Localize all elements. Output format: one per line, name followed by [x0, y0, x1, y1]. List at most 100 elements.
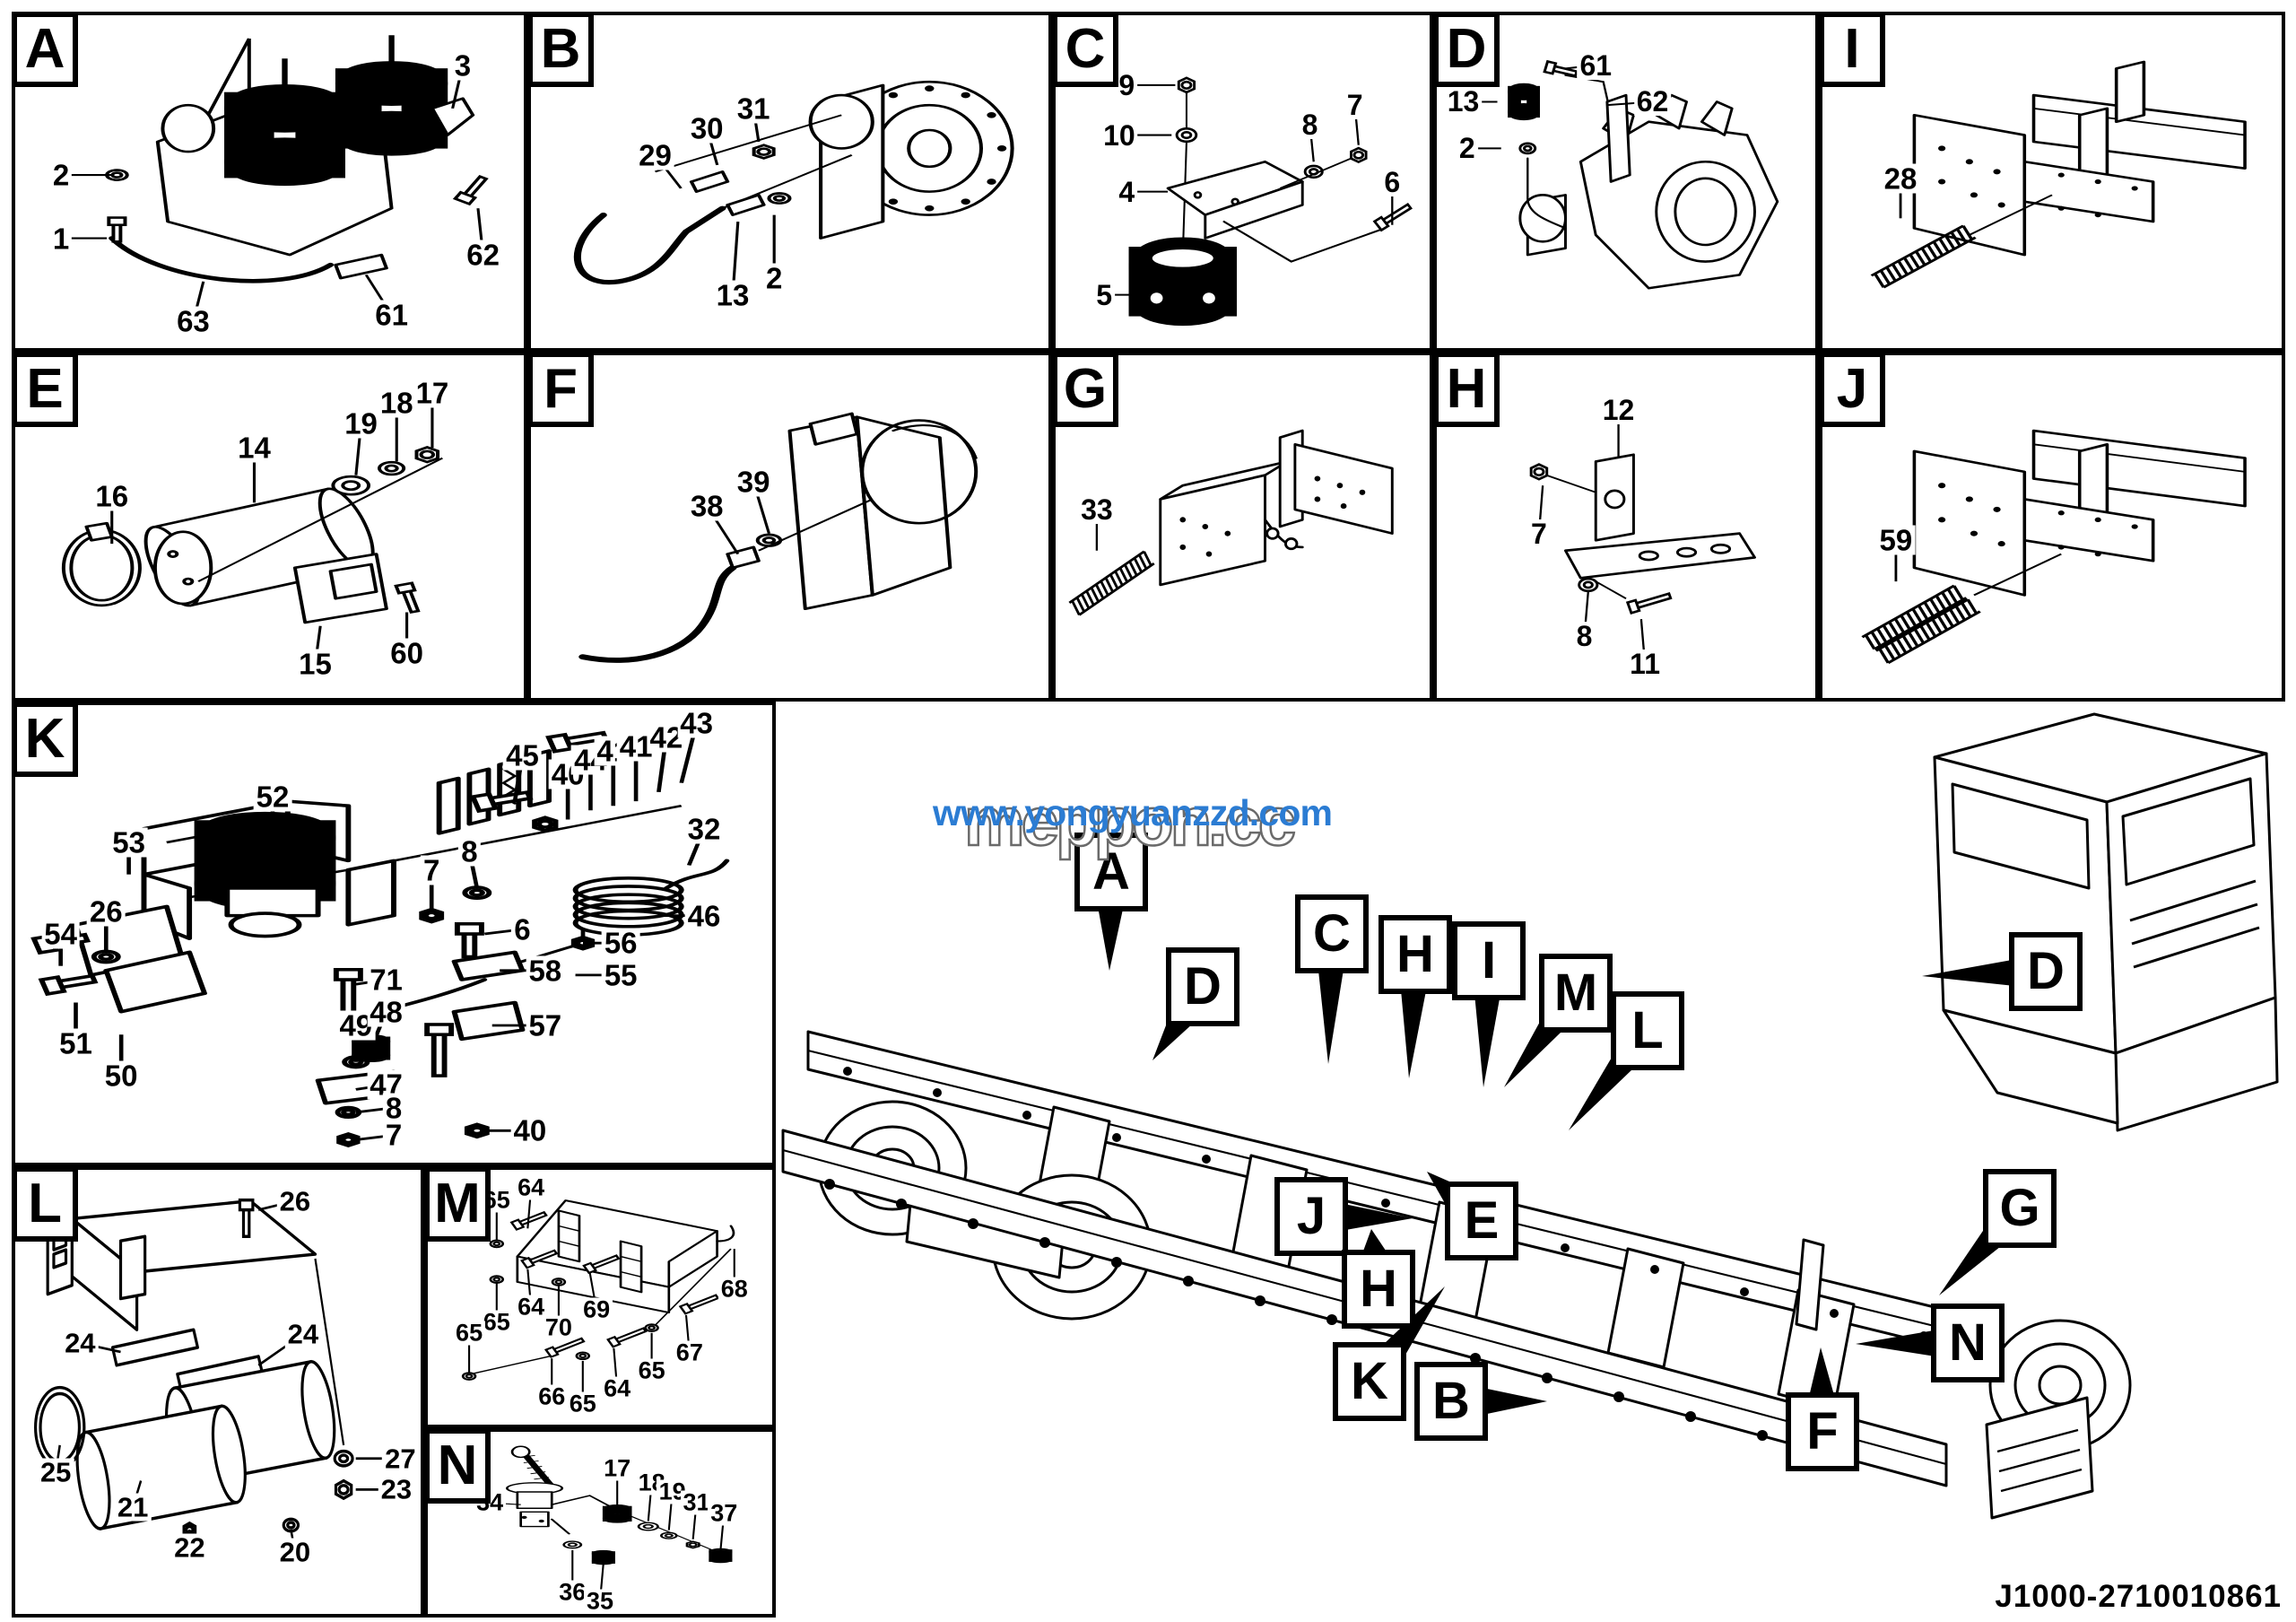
part-drawing [1085, 590, 1095, 606]
callout-6: 6 [1381, 167, 1404, 196]
panel-m-sketch [461, 1187, 735, 1405]
panel-g-sketch [1068, 429, 1394, 616]
part-drawing [224, 886, 321, 918]
chassis-marker-f: F [1786, 1392, 1859, 1471]
part-number: J1000-2710010861 [1995, 1579, 2282, 1614]
part-drawing [1193, 191, 1203, 199]
part-drawing [1890, 641, 1902, 658]
part-drawing [689, 170, 730, 193]
part-drawing [1700, 100, 1734, 136]
part-drawing [2133, 926, 2260, 969]
part-drawing [1090, 587, 1100, 603]
part-drawing [567, 1542, 578, 1548]
part-drawing [472, 1355, 552, 1374]
part-drawing [1314, 475, 1321, 482]
callout-56: 56 [601, 928, 640, 958]
part-drawing [152, 530, 213, 606]
part-drawing [1993, 169, 2001, 175]
part-drawing [1104, 577, 1115, 593]
callout-52: 52 [253, 781, 292, 812]
part-drawing [182, 577, 195, 586]
part-drawing [1942, 1008, 2119, 1125]
part-drawing [1650, 1265, 1659, 1274]
part-drawing [1885, 266, 1897, 282]
chassis-marker-g: G [1983, 1169, 2057, 1248]
part-drawing [1143, 551, 1152, 566]
part-drawing [107, 216, 127, 243]
callout-14: 14 [235, 432, 274, 463]
part-drawing [591, 1557, 615, 1565]
part-drawing [1970, 192, 1979, 198]
panel-h-sketch [1529, 410, 1756, 664]
part-drawing [1914, 250, 1926, 266]
part-drawing [1123, 563, 1134, 580]
part-drawing [582, 1254, 621, 1275]
panel-e-sketch [61, 393, 444, 664]
part-drawing [1674, 177, 1737, 247]
callout-4: 4 [1116, 177, 1138, 206]
part-drawing [1179, 517, 1187, 523]
callout-11: 11 [1627, 649, 1664, 678]
part-drawing [1878, 648, 1890, 664]
part-drawing [520, 1452, 556, 1489]
part-drawing [1133, 557, 1144, 573]
part-drawing [337, 1484, 350, 1496]
panel-j-sketch [1861, 429, 2247, 664]
part-drawing [2094, 517, 2101, 523]
chassis-marker-c: C [1295, 894, 1369, 973]
part-drawing [642, 1523, 654, 1530]
callout-7: 7 [1528, 519, 1550, 548]
panel-letter-l: L [12, 1166, 78, 1242]
part-drawing [1998, 1448, 2081, 1473]
part-drawing [352, 1048, 391, 1063]
part-drawing [452, 174, 489, 206]
part-drawing [345, 859, 396, 927]
marker-pointer-l [1569, 1051, 1636, 1130]
chassis-marker-a: A [1074, 833, 1148, 911]
callout-20: 20 [276, 1538, 314, 1566]
panel-n: 3417181931373635N [424, 1428, 776, 1618]
part-drawing [620, 1255, 642, 1262]
part-drawing [1901, 635, 1914, 650]
part-drawing [2057, 545, 2065, 550]
callout-68: 68 [718, 1277, 751, 1302]
part-drawing [384, 464, 399, 473]
part-drawing [654, 1248, 732, 1326]
part-drawing [1757, 1430, 1768, 1441]
part-drawing [1542, 1373, 1552, 1383]
part-drawing [468, 1126, 486, 1136]
part-drawing [891, 423, 978, 459]
panel-letter-k: K [12, 702, 78, 777]
part-drawing [1870, 631, 1883, 647]
part-drawing [1128, 561, 1138, 576]
part-drawing [519, 1454, 550, 1480]
part-drawing [824, 1179, 835, 1190]
part-drawing [1925, 622, 1937, 638]
part-drawing [1861, 584, 1955, 639]
panel-letter-h: H [1433, 352, 1500, 427]
callout-2: 2 [1456, 134, 1478, 163]
part-drawing [194, 811, 336, 864]
part-drawing [1638, 550, 1659, 562]
part-drawing [338, 1453, 350, 1464]
callout-24: 24 [62, 1329, 99, 1357]
part-drawing [110, 1328, 199, 1367]
callout-7: 7 [421, 855, 443, 885]
part-drawing [536, 819, 554, 829]
part-drawing [1879, 270, 1892, 285]
marker-pointer-h [1400, 990, 1426, 1078]
part-drawing [341, 480, 361, 492]
part-drawing [1147, 290, 1166, 307]
part-drawing [1923, 601, 1935, 617]
part-drawing [84, 521, 114, 542]
part-drawing [2033, 107, 2246, 136]
part-drawing [1912, 449, 2027, 597]
callout-67: 67 [673, 1340, 706, 1365]
part-drawing [2094, 551, 2101, 557]
callout-71: 71 [367, 964, 405, 995]
chassis-marker-l: L [1611, 991, 1684, 1070]
